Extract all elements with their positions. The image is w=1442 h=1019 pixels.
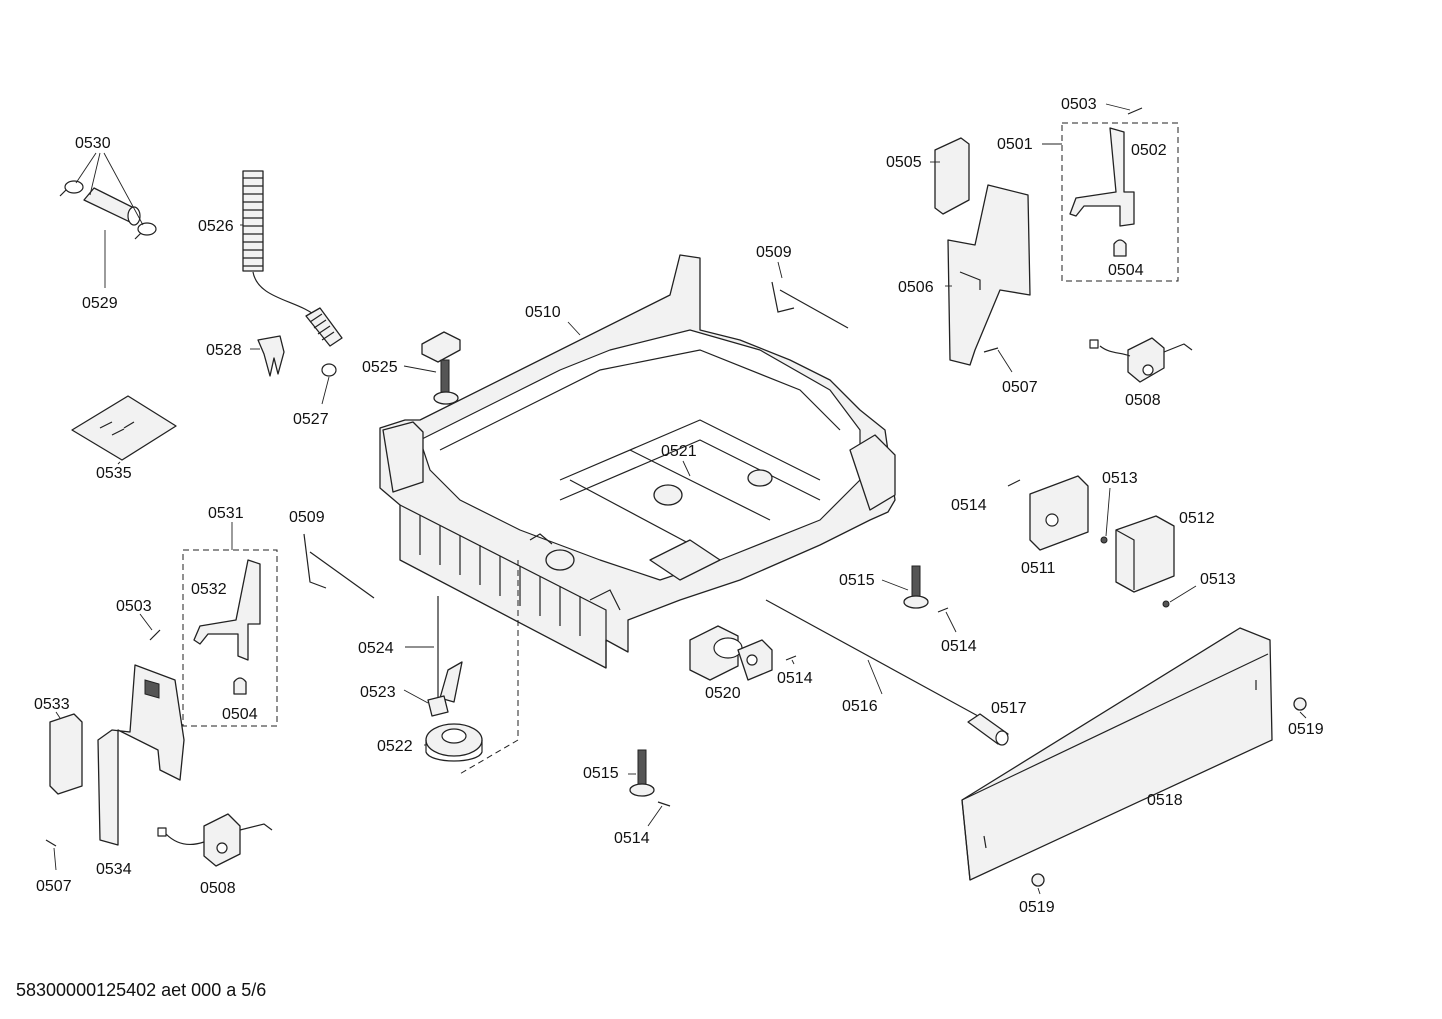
screw-0514-r4 [647,801,671,827]
hose-sleeve-with-clamps-0530 [59,152,157,288]
callout-0525: 0525 [362,359,398,376]
screw-0507-top [983,347,1013,373]
callout-0514: 0514 [941,638,977,655]
callout-0509: 0509 [756,244,792,261]
callout-0515: 0515 [583,765,619,782]
callout-0502: 0502 [1131,142,1167,159]
screw-0514-r3 [785,655,797,665]
cover-0505 [930,137,970,215]
callout-0507: 0507 [36,878,72,895]
base-tub-0510 [379,254,896,776]
callout-0509: 0509 [289,509,325,526]
bracket-0502 [1042,127,1135,227]
callout-0526: 0526 [198,218,234,235]
drawing-reference-footer: 58300000125402 aet 000 a 5/6 [16,980,267,1000]
callout-0507: 0507 [1002,379,1038,396]
callout-labels: 0503 0501 0502 0505 0506 0504 0507 0508 … [34,96,1324,916]
callout-0510: 0510 [525,304,561,321]
clip-0504-left [233,677,247,695]
screw-0507-left [45,839,57,871]
sensor-0508-top [1089,337,1193,383]
spring-0509-left [303,533,375,599]
callout-0517: 0517 [991,700,1027,717]
callout-0519: 0519 [1019,899,1055,916]
cover-0512 [1115,515,1175,593]
assembly-group-box-0531 [182,549,278,727]
callout-0515: 0515 [839,572,875,589]
callout-0523: 0523 [360,684,396,701]
callout-0512: 0512 [1179,510,1215,527]
rod-0516 [765,599,979,717]
cap-0517 [967,713,1009,746]
foot-screw-0515-bottom [628,749,655,797]
callout-0511: 0511 [1021,560,1056,577]
plinth-panel-0518 [961,627,1273,881]
foot-screw-0515-right [881,565,929,609]
sensor-housing-0511 [1029,475,1089,551]
callout-0519: 0519 [1288,721,1324,738]
cover-0533 [49,711,83,795]
callout-0514: 0514 [777,670,813,687]
sensor-0508-left [157,813,273,867]
callout-0504: 0504 [222,706,258,723]
callout-0530: 0530 [75,135,111,152]
ring-0527 [321,363,337,405]
bracket-0506 [945,184,1031,366]
callout-0527: 0527 [293,411,329,428]
small-parts-bag-0535 [71,395,177,465]
callout-0514: 0514 [951,497,987,514]
callout-0529: 0529 [82,295,118,312]
callout-0503: 0503 [1061,96,1097,113]
spring-0509-top [771,261,849,329]
callout-0520: 0520 [705,685,741,702]
callout-0508: 0508 [1125,392,1161,409]
callout-0524: 0524 [358,640,394,657]
clip-0504-top [1113,239,1127,257]
screw-0519-right [1293,697,1307,719]
callout-0531: 0531 [208,505,244,522]
callout-0533: 0533 [34,696,70,713]
callout-0506: 0506 [898,279,934,296]
screw-0513-a [1100,487,1111,544]
callout-0513: 0513 [1102,470,1138,487]
screw-0503-left [139,613,161,641]
hose-clip-0528 [250,335,285,377]
screw-0514-r2 [937,607,957,633]
inlet-valve-0520 [689,625,773,681]
callout-0504: 0504 [1108,262,1144,279]
bracket-0532 [193,559,261,661]
screw-0519-bottom [1031,873,1045,895]
callout-0516: 0516 [842,698,878,715]
callout-0508: 0508 [200,880,236,897]
callout-0518: 0518 [1147,792,1183,809]
callout-0534: 0534 [96,861,132,878]
callout-0532: 0532 [191,581,227,598]
callout-0505: 0505 [886,154,922,171]
float-rod-0524 [405,596,439,700]
callout-0513: 0513 [1200,571,1236,588]
corrugated-hose-0526 [240,170,343,347]
foot-screw-0525 [433,359,459,405]
screw-0503-top [1105,103,1143,115]
callout-0514: 0514 [614,830,650,847]
callout-0501: 0501 [997,136,1033,153]
callout-0535: 0535 [96,465,132,482]
screw-0514-r1 [1007,479,1021,487]
bracket-0534 [97,664,185,846]
callout-0522: 0522 [377,738,413,755]
assembly-group-box-0501 [1061,122,1179,282]
screw-0513-b [1162,585,1197,608]
callout-0521: 0521 [661,443,697,460]
float-switch-0523 [403,661,463,717]
callout-0503: 0503 [116,598,152,615]
foot-pad-0525 [403,331,461,373]
callout-0528: 0528 [206,342,242,359]
float-0522 [424,723,483,762]
